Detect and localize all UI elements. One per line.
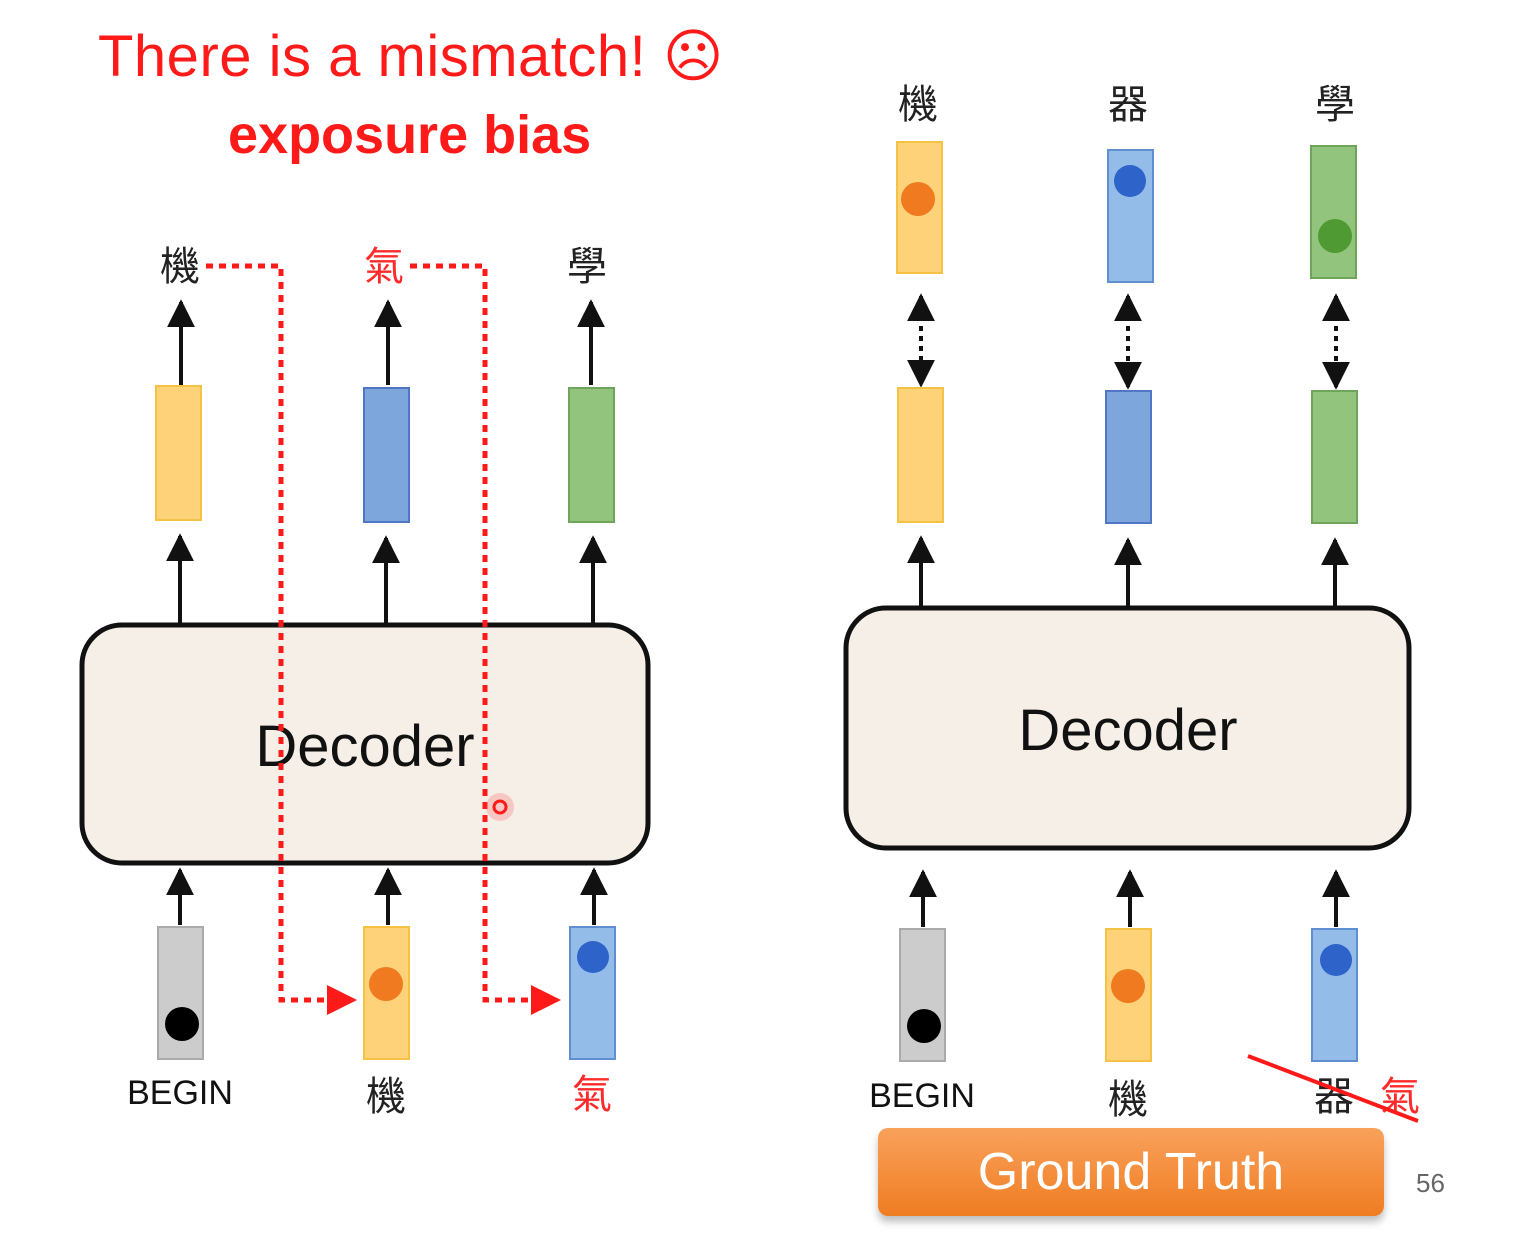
- slide-number: 56: [1416, 1168, 1445, 1198]
- right-input-2: 機: [1108, 1077, 1148, 1123]
- right-orange-dot: [1111, 969, 1145, 1003]
- left-decoder-label: Decoder: [255, 714, 474, 779]
- right-target-green-dot: [1318, 219, 1352, 253]
- left-blue-dot: [577, 941, 609, 973]
- right-input-vector-blue: [1311, 928, 1358, 1062]
- left-input-3: 氣: [572, 1072, 612, 1118]
- title-exposure-bias: exposure bias: [228, 105, 592, 165]
- right-target-orange-dot: [901, 182, 935, 216]
- left-input-vector-blue: [569, 926, 616, 1060]
- title-mismatch: There is a mismatch! ☹: [98, 24, 724, 89]
- feedback-path-2: [410, 263, 561, 1015]
- left-output-2: 氣: [364, 244, 404, 290]
- left-orange-dot: [369, 967, 403, 1001]
- right-begin-dot: [907, 1009, 941, 1043]
- right-decoder: Decoder: [843, 605, 1412, 851]
- right-blue-dot: [1320, 944, 1352, 976]
- feedback-path-1: [206, 263, 357, 1015]
- ground-truth-label: Ground Truth: [977, 1143, 1285, 1201]
- left-begin-dot: [165, 1007, 199, 1041]
- right-output-vector-green: [1311, 390, 1358, 524]
- right-target-blue-dot: [1114, 165, 1146, 197]
- right-target-vector-green: [1310, 145, 1357, 279]
- left-decoder: Decoder: [79, 622, 651, 866]
- right-target-2: 器: [1108, 82, 1148, 128]
- laser-pointer-glow: [486, 793, 514, 821]
- left-output-3: 學: [567, 244, 607, 290]
- right-output-vector-yellow: [897, 387, 944, 523]
- ground-truth-banner: Ground Truth: [878, 1128, 1384, 1216]
- right-target-3: 學: [1315, 82, 1355, 128]
- left-output-vector-yellow: [155, 385, 202, 521]
- right-input-3: 器: [1314, 1074, 1354, 1120]
- strike-line: [1247, 1054, 1419, 1123]
- left-output-vector-blue: [363, 387, 410, 523]
- right-output-vector-blue: [1105, 390, 1152, 524]
- left-output-1: 機: [160, 244, 200, 290]
- left-output-vector-green: [568, 387, 615, 523]
- laser-pointer: [492, 799, 508, 815]
- left-input-begin: BEGIN: [127, 1074, 233, 1112]
- right-decoder-label: Decoder: [1018, 698, 1237, 763]
- left-input-2: 機: [366, 1074, 406, 1120]
- right-input-begin: BEGIN: [869, 1077, 975, 1115]
- right-target-1: 機: [898, 82, 938, 128]
